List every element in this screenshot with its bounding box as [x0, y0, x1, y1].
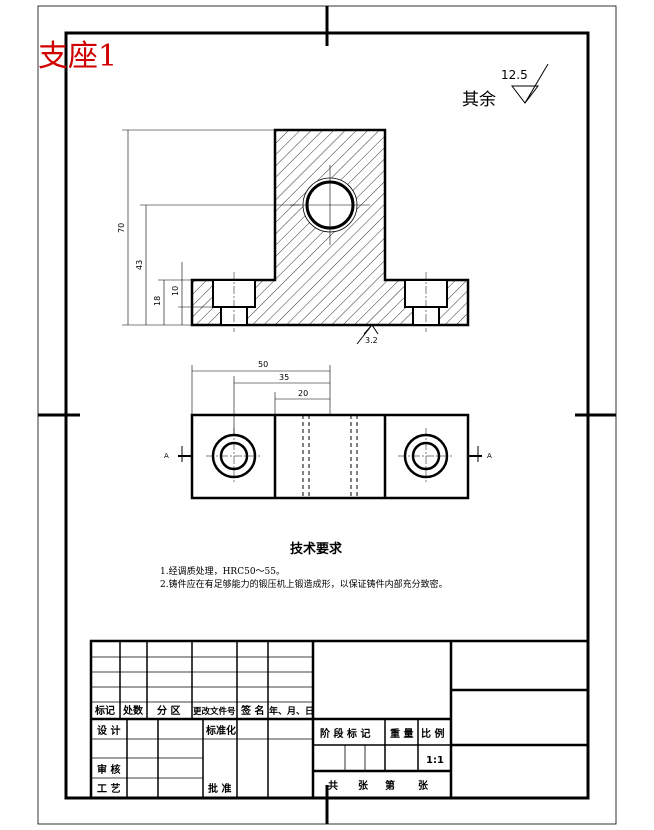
centering-marks — [38, 6, 616, 824]
dim-total-height: 70 — [117, 223, 126, 233]
dim-mid: 35 — [279, 373, 289, 382]
tb-standardize: 标准化 — [205, 724, 236, 737]
tb-zone: 分 区 — [157, 704, 180, 717]
dim-inner: 20 — [298, 389, 308, 398]
tb-weight: 重 量 — [390, 727, 413, 740]
surface-roughness-icon — [356, 324, 379, 345]
roughness-label: 其余 — [462, 90, 496, 110]
tb-mark: 标记 — [94, 704, 115, 717]
tb-review: 审 核 — [97, 763, 120, 776]
front-view — [190, 128, 470, 332]
tb-approve: 批 准 — [208, 782, 231, 795]
tb-sheet-total: 共 — [328, 779, 338, 792]
roughness-symbol-icon — [510, 63, 549, 104]
section-mark-left: A — [164, 452, 169, 460]
top-view-dimensions — [191, 365, 331, 436]
tb-signature: 签 名 — [240, 704, 264, 717]
dim-hole-center: 43 — [135, 260, 144, 270]
tb-process: 工 艺 — [97, 782, 120, 795]
dim-base-height: 18 — [153, 296, 162, 306]
front-view-dimensions — [122, 129, 300, 326]
tb-scale-value: 1:1 — [426, 755, 444, 766]
tb-change-doc: 更改文件号 — [193, 706, 236, 717]
tb-count: 处数 — [122, 704, 144, 717]
tb-design: 设 计 — [97, 724, 120, 737]
dim-overall: 50 — [258, 360, 268, 369]
drawing-title: 支座1 — [38, 39, 117, 74]
tb-sheet-unit: 张 — [358, 779, 369, 792]
tb-sheet-unit2: 张 — [418, 779, 429, 792]
tb-sheet-no: 第 — [385, 779, 395, 792]
roughness-value: 12.5 — [501, 68, 528, 82]
section-mark-right: A — [487, 452, 492, 460]
title-block — [89, 639, 590, 800]
tb-stage-mark: 阶 段 标 记 — [320, 727, 370, 740]
dim-counterbore: 10 — [171, 286, 180, 296]
top-view — [178, 413, 482, 500]
surface-roughness-value: 3.2 — [365, 336, 378, 345]
tech-requirements-heading: 技术要求 — [290, 541, 343, 557]
tech-requirement-1: 1.经调质处理，HRC50～55。 — [160, 565, 285, 577]
tech-requirement-2: 2.铸件应在有足够能力的锻压机上锻造成形，以保证铸件内部充分致密。 — [160, 578, 448, 590]
tb-date: 年、月、日 — [269, 705, 314, 717]
tb-scale-label: 比 例 — [421, 727, 444, 740]
